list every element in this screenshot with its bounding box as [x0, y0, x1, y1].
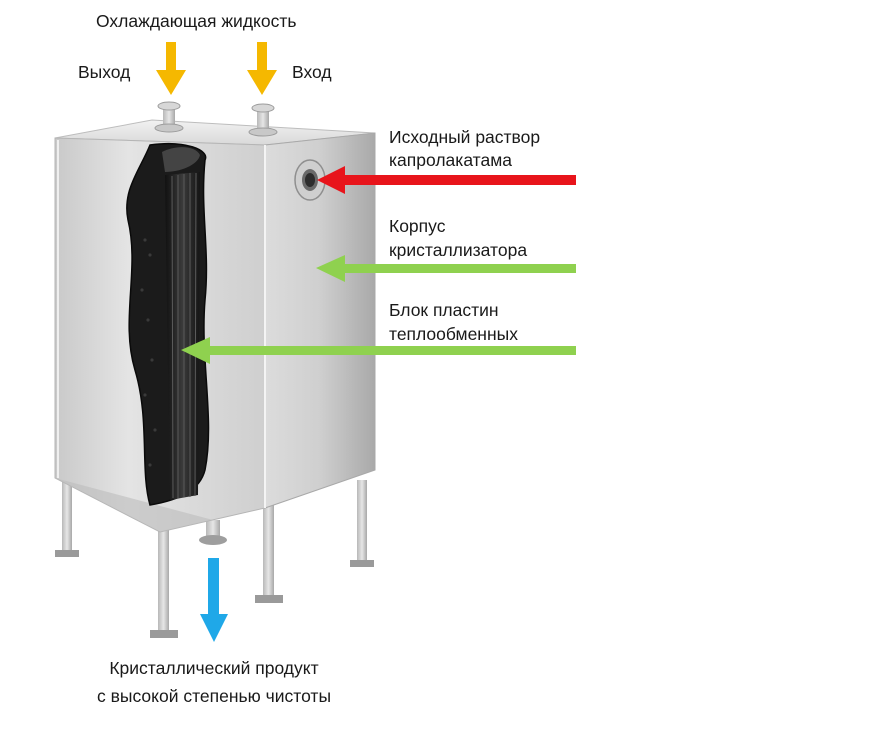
- inlet-label: Вход: [292, 62, 332, 82]
- product-label-line1: Кристаллический продукт: [109, 658, 319, 678]
- product-label-line2: с высокой степенью чистоты: [96, 686, 332, 706]
- plates-pointer-arrow: [181, 337, 576, 364]
- plates-label-line2: теплообменных: [389, 324, 518, 344]
- heat-exchanger-plate-block: [126, 142, 210, 506]
- coolant-inlet-arrow: [247, 42, 277, 95]
- feed-label-line1: Исходный раствор: [389, 127, 541, 147]
- product-outlet-nozzle: [199, 520, 227, 545]
- coolant-outlet-nozzle: [154, 101, 184, 133]
- feed-label-line2: капролакатама: [389, 150, 512, 170]
- feed-arrow: [317, 166, 576, 194]
- plates-label-line1: Блок пластин: [389, 300, 499, 320]
- coolant-label: Охлаждающая жидкость: [96, 11, 297, 31]
- support-legs: [55, 470, 374, 638]
- coolant-outlet-arrow: [156, 42, 186, 95]
- product-outlet-arrow: [200, 558, 228, 642]
- feed-inlet-flange: [294, 159, 326, 201]
- body-label-line1: Корпус: [389, 216, 446, 236]
- outlet-label: Выход: [78, 62, 131, 82]
- coolant-inlet-nozzle: [248, 103, 278, 137]
- body-label-line2: кристаллизатора: [389, 240, 528, 260]
- body-pointer-arrow: [316, 255, 576, 282]
